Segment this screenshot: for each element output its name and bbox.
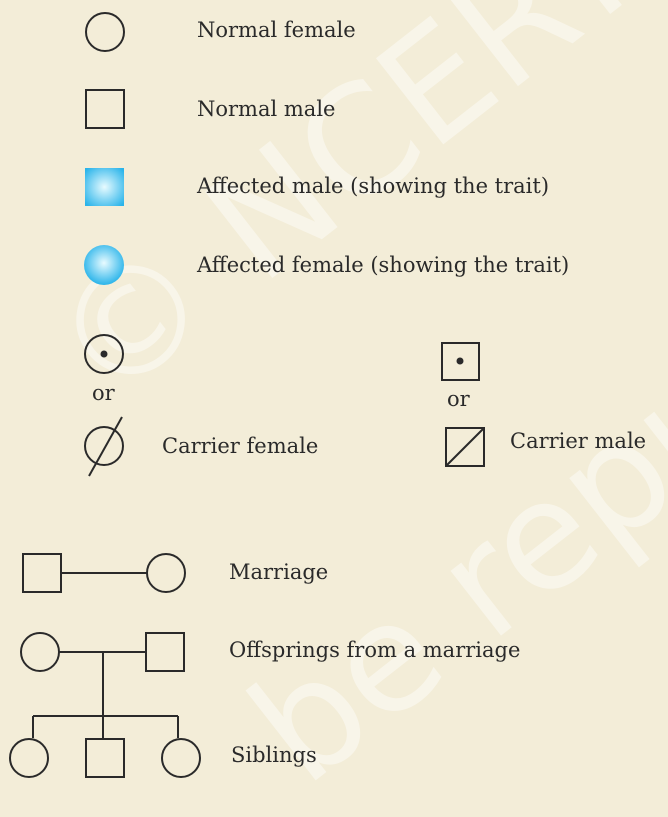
carrier-female-dot — [100, 350, 108, 358]
carrier-male-dot — [456, 357, 464, 365]
affected-female-symbol — [84, 245, 124, 285]
marriage-female-symbol — [146, 553, 186, 593]
symbols-canvas — [9, 12, 485, 778]
carrier-male-dot-symbol — [441, 342, 480, 381]
carrier-male-slash-line — [445, 427, 485, 467]
normal-female-symbol — [85, 12, 125, 52]
normal-female-label: Normal female — [197, 18, 356, 42]
offspring-parent-female-symbol — [20, 632, 60, 672]
marriage-label: Marriage — [229, 560, 329, 584]
sibling-female-left-symbol — [9, 738, 49, 778]
or-male-label: or — [447, 387, 470, 411]
siblings-label: Siblings — [231, 743, 317, 767]
offspring-parent-male-symbol — [145, 632, 185, 672]
carrier-female-dot-symbol — [84, 334, 124, 374]
marriage-male-symbol — [22, 553, 62, 593]
carrier-female-label: Carrier female — [162, 434, 319, 458]
carrier-male-label: Carrier male — [510, 429, 647, 453]
sibling-female-right-symbol — [161, 738, 201, 778]
carrier-female-slash-line — [88, 416, 123, 477]
offsprings-label: Offsprings from a marriage — [229, 638, 521, 662]
affected-male-label: Affected male (showing the trait) — [197, 174, 550, 198]
or-female-label: or — [92, 381, 115, 405]
carrier-male-slash-symbol — [445, 427, 485, 467]
sibling-male-symbol — [85, 738, 125, 778]
normal-male-label: Normal male — [197, 97, 336, 121]
pedigree-legend: © NCERT be repub — [9, 0, 668, 817]
normal-male-symbol — [85, 89, 125, 129]
carrier-female-slash-symbol — [84, 426, 124, 466]
affected-male-symbol — [85, 168, 124, 206]
affected-female-label: Affected female (showing the trait) — [197, 253, 570, 277]
